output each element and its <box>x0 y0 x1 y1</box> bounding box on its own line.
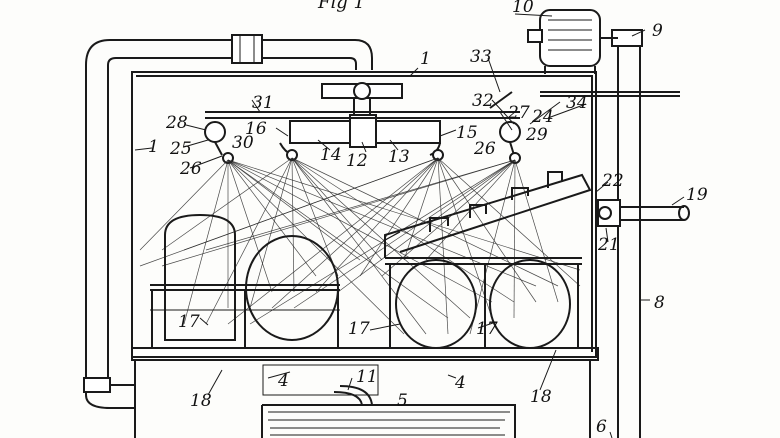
label-1-left: 1 <box>148 137 159 157</box>
label-1-top: 1 <box>420 49 431 69</box>
label-22: 22 <box>601 171 624 191</box>
label-24: 24 <box>531 107 554 127</box>
label-11: 11 <box>356 367 378 387</box>
label-31: 31 <box>252 93 274 113</box>
label-14: 14 <box>320 145 342 165</box>
label-9: 9 <box>652 21 663 41</box>
spray-line-41 <box>514 159 559 303</box>
spray-line-22 <box>183 157 439 251</box>
label-28: 28 <box>165 113 188 133</box>
spray-line-25 <box>315 157 439 293</box>
label-10: 10 <box>512 0 534 17</box>
figure-title: Fig 1 <box>317 0 365 13</box>
label-30: 30 <box>232 133 254 153</box>
label-21: 21 <box>597 235 620 255</box>
spray-jets <box>139 157 581 335</box>
outlet-valve <box>597 199 690 227</box>
spray-line-33 <box>205 159 516 251</box>
spray-line-35 <box>293 159 516 309</box>
label-12: 12 <box>346 151 368 171</box>
label-32: 32 <box>472 91 494 111</box>
spray-line-28 <box>437 157 449 335</box>
motor <box>527 9 618 74</box>
left-basket <box>150 213 340 348</box>
spray-line-34 <box>249 159 516 325</box>
spray-line-12 <box>205 157 293 325</box>
spray-line-18 <box>291 157 471 319</box>
spray-line-11 <box>161 157 293 251</box>
tank-frame <box>131 71 599 438</box>
label-18-right: 18 <box>530 387 552 407</box>
spray-line-15 <box>291 157 339 277</box>
spray-line-36 <box>337 159 516 293</box>
spray-line-29 <box>437 157 493 319</box>
reference-numbers: 1 1 4 4 5 6 8 9 10 11 12 13 14 15 16 17 … <box>148 0 708 437</box>
label-6: 6 <box>596 417 607 437</box>
label-26-left: 26 <box>179 159 202 179</box>
spray-line-17 <box>291 157 427 335</box>
spray-line-6 <box>227 159 405 335</box>
label-8: 8 <box>654 293 665 313</box>
label-5: 5 <box>397 391 408 411</box>
leader-lines <box>134 13 685 438</box>
spray-line-27 <box>403 157 439 261</box>
water-sump <box>261 364 516 438</box>
label-17-left: 17 <box>178 312 200 332</box>
label-4-right: 4 <box>454 373 466 393</box>
spray-manifold <box>205 111 520 156</box>
spray-line-40 <box>513 159 516 319</box>
supply-pipe <box>83 34 373 409</box>
label-25: 25 <box>169 139 192 159</box>
spray-line-7 <box>227 159 449 319</box>
label-34: 34 <box>566 93 588 113</box>
label-27: 27 <box>507 103 530 123</box>
spray-line-8 <box>227 159 493 303</box>
drive-rod <box>321 82 680 115</box>
label-15: 15 <box>456 123 478 143</box>
label-19: 19 <box>686 185 708 205</box>
spray-line-26 <box>359 157 439 277</box>
spray-line-0 <box>139 159 229 251</box>
label-33: 33 <box>470 47 492 67</box>
label-17-right: 17 <box>476 319 498 339</box>
nozzles <box>204 91 521 164</box>
label-16: 16 <box>245 119 267 139</box>
label-17-middle: 17 <box>348 319 370 339</box>
spray-line-32 <box>161 159 516 267</box>
spray-line-16 <box>291 157 383 261</box>
label-18-left: 18 <box>190 391 212 411</box>
spray-line-39 <box>469 159 516 335</box>
label-4-left: 4 <box>277 371 289 391</box>
right-basket <box>384 171 592 349</box>
label-13: 13 <box>388 147 410 167</box>
label-29: 29 <box>525 125 548 145</box>
spray-line-24 <box>271 157 439 309</box>
spray-line-23 <box>227 157 439 325</box>
label-26-right: 26 <box>473 139 496 159</box>
spray-line-30 <box>437 157 537 303</box>
